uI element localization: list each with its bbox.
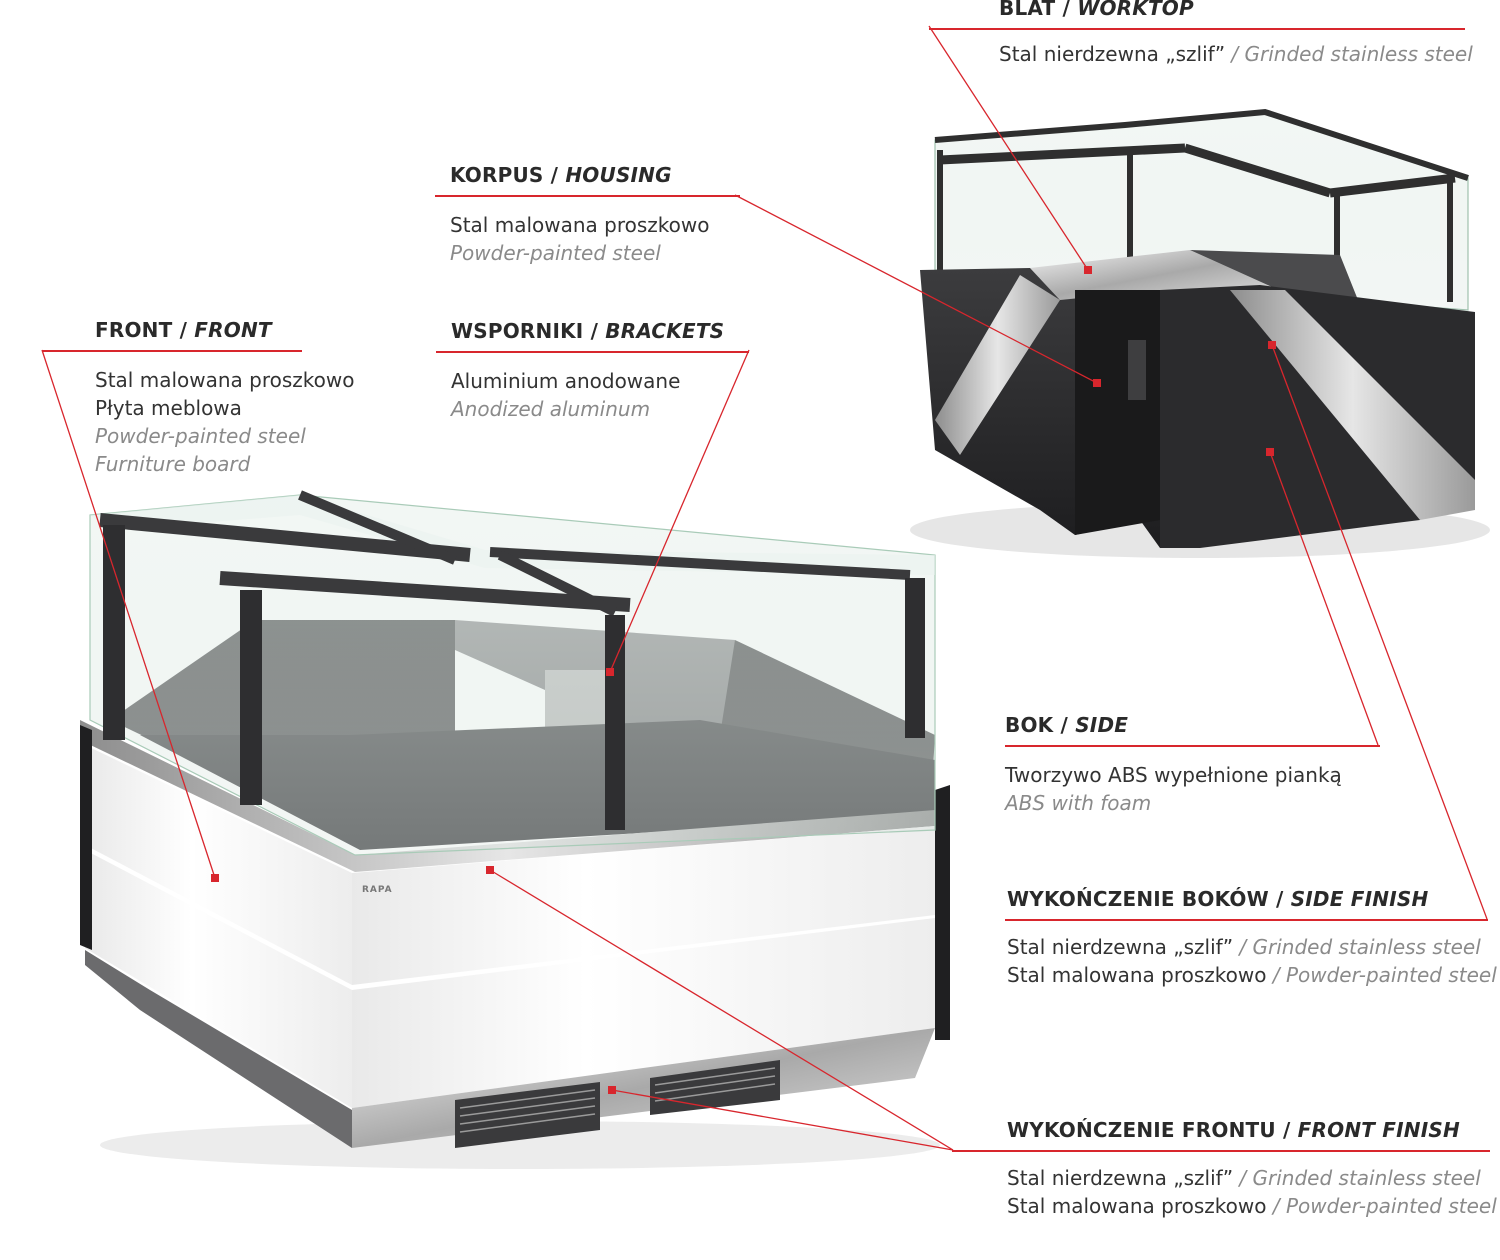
callout-worktop: BLAT / WORKTOP Stal nierdzewna „szlif” /… <box>929 0 1473 68</box>
callout-front: FRONT / FRONT Stal malowana proszkowo Pł… <box>42 318 355 478</box>
callout-brackets-rule <box>436 351 749 353</box>
callout-side-finish-rule <box>1005 919 1488 921</box>
leader-marker-side <box>1266 448 1274 456</box>
leader-line-brackets <box>609 349 750 673</box>
callout-housing-line-1: Stal malowana proszkowo <box>450 212 710 237</box>
callout-front-finish: WYKOŃCZENIE FRONTU / FRONT FINISH Stal n… <box>952 1118 1497 1220</box>
callout-side-title: BOK / SIDE <box>1005 713 1129 737</box>
callout-side-finish-title: WYKOŃCZENIE BOKÓW / SIDE FINISH <box>1007 887 1429 911</box>
callout-brackets-line-1: Aluminium anodowane <box>451 368 681 393</box>
leader-line-front-finish <box>611 1089 954 1151</box>
leader-line-housing <box>734 194 1098 384</box>
callout-brackets-title: WSPORNIKI / BRACKETS <box>451 319 725 343</box>
callout-housing-rule <box>435 195 740 197</box>
callout-housing: KORPUS / HOUSING Stal malowana proszkowo… <box>435 163 740 267</box>
callout-worktop-rule <box>929 28 1465 30</box>
callout-front-finish-line-2: Stal malowana proszkowo / Powder-painted… <box>1007 1193 1497 1218</box>
leader-line-front <box>41 349 216 879</box>
leader-marker-brackets <box>606 668 614 676</box>
callout-side-finish-line-2: Stal malowana proszkowo / Powder-painted… <box>1007 962 1497 987</box>
callout-side-line-1: Tworzywo ABS wypełnione pianką <box>1005 762 1342 787</box>
callout-front-line-2: Płyta meblowa <box>95 395 242 420</box>
leader-line-front-finish <box>489 869 954 1151</box>
callout-housing-title: KORPUS / HOUSING <box>450 163 672 187</box>
leader-marker-worktop <box>1084 266 1092 274</box>
callout-front-title: FRONT / FRONT <box>95 318 272 342</box>
callout-front-finish-line-1: Stal nierdzewna „szlif” / Grinded stainl… <box>1007 1165 1481 1190</box>
leader-lines <box>41 25 1488 1151</box>
leader-line-worktop <box>928 25 1089 271</box>
callout-side: BOK / SIDE Tworzywo ABS wypełnione piank… <box>1005 713 1380 817</box>
callout-front-rule <box>42 350 302 352</box>
dark-display-unit <box>910 108 1490 558</box>
callout-worktop-title: BLAT / WORKTOP <box>999 0 1194 20</box>
brand-logo: RAPA <box>362 885 393 895</box>
leader-marker-side-finish <box>1268 341 1276 349</box>
callout-side-rule <box>1005 745 1380 747</box>
callout-brackets-line-2: Anodized aluminum <box>451 396 651 421</box>
leader-line-side-finish <box>1271 344 1488 920</box>
callout-brackets: WSPORNIKI / BRACKETS Aluminium anodowane… <box>436 319 749 423</box>
white-display-unit: RAPA <box>80 490 950 1169</box>
callout-housing-line-2: Powder-painted steel <box>450 240 661 265</box>
callout-front-line-1: Stal malowana proszkowo <box>95 367 355 392</box>
callout-front-finish-rule <box>952 1150 1490 1152</box>
callout-front-line-3: Powder-painted steel <box>95 423 306 448</box>
callout-side-finish-line-1: Stal nierdzewna „szlif” / Grinded stainl… <box>1007 934 1481 959</box>
callout-front-finish-title: WYKOŃCZENIE FRONTU / FRONT FINISH <box>1007 1118 1460 1142</box>
leader-marker-front <box>211 874 219 882</box>
leader-line-side <box>1269 451 1379 746</box>
callout-side-line-2: ABS with foam <box>1005 790 1152 815</box>
leader-marker-front-finish <box>608 1086 616 1094</box>
callout-worktop-line-1: Stal nierdzewna „szlif” / Grinded stainl… <box>999 41 1473 66</box>
leader-marker-front-finish <box>486 866 494 874</box>
callout-front-line-4: Furniture board <box>95 451 251 476</box>
callout-side-finish: WYKOŃCZENIE BOKÓW / SIDE FINISH Stal nie… <box>1005 887 1497 989</box>
leader-marker-housing <box>1093 379 1101 387</box>
